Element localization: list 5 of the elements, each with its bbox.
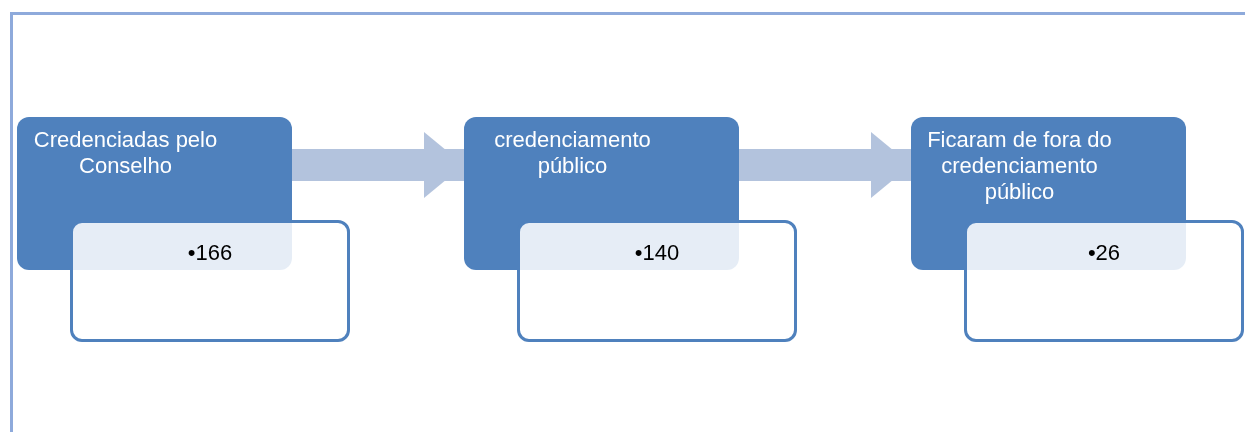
value-box: •26 [964,220,1244,342]
arrow [292,132,464,198]
arrow [739,132,911,198]
value-box: •140 [517,220,797,342]
value-box: •166 [70,220,350,342]
